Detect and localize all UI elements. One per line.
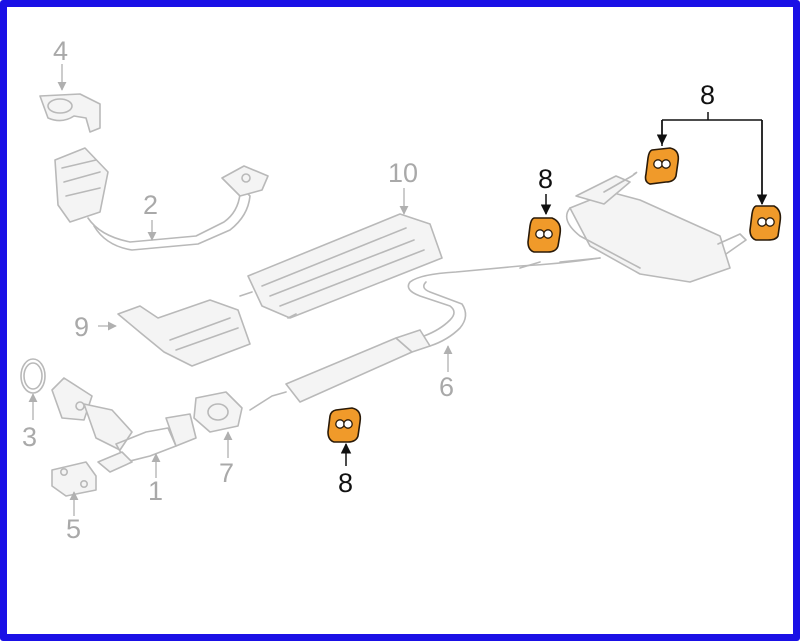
hanger-8-top-center [644, 147, 680, 185]
label-part-1: 1 [148, 476, 163, 506]
part-5-flange-gasket [51, 461, 97, 497]
part-1-manifold-converter [51, 377, 197, 473]
hanger-8-mid [527, 217, 562, 253]
label-part-8-top: 8 [700, 80, 715, 110]
gray-callouts [28, 64, 453, 516]
hanger-8-top-right [749, 205, 782, 241]
label-part-6: 6 [439, 372, 454, 402]
hanger-8-bottom [327, 407, 362, 443]
label-part-7: 7 [219, 458, 234, 488]
label-part-8-bottom: 8 [338, 468, 353, 498]
label-part-2: 2 [143, 190, 158, 220]
part-6-exhaust-pipe-muffler [249, 171, 747, 411]
label-part-8-mid: 8 [538, 164, 553, 194]
dark-callouts [340, 112, 768, 466]
part-3-gasket [20, 358, 46, 394]
label-part-9: 9 [74, 312, 89, 342]
part-9-heat-shield [117, 299, 251, 367]
part-2-front-pipe [54, 147, 269, 251]
part-10-underbody-heat-shield [239, 213, 443, 319]
part-7-flange-gasket [193, 391, 243, 433]
label-part-5: 5 [66, 514, 81, 544]
label-part-4: 4 [53, 36, 68, 66]
label-part-3: 3 [22, 422, 37, 452]
label-part-10: 10 [388, 158, 418, 188]
part-4-heat-shield [39, 93, 101, 133]
